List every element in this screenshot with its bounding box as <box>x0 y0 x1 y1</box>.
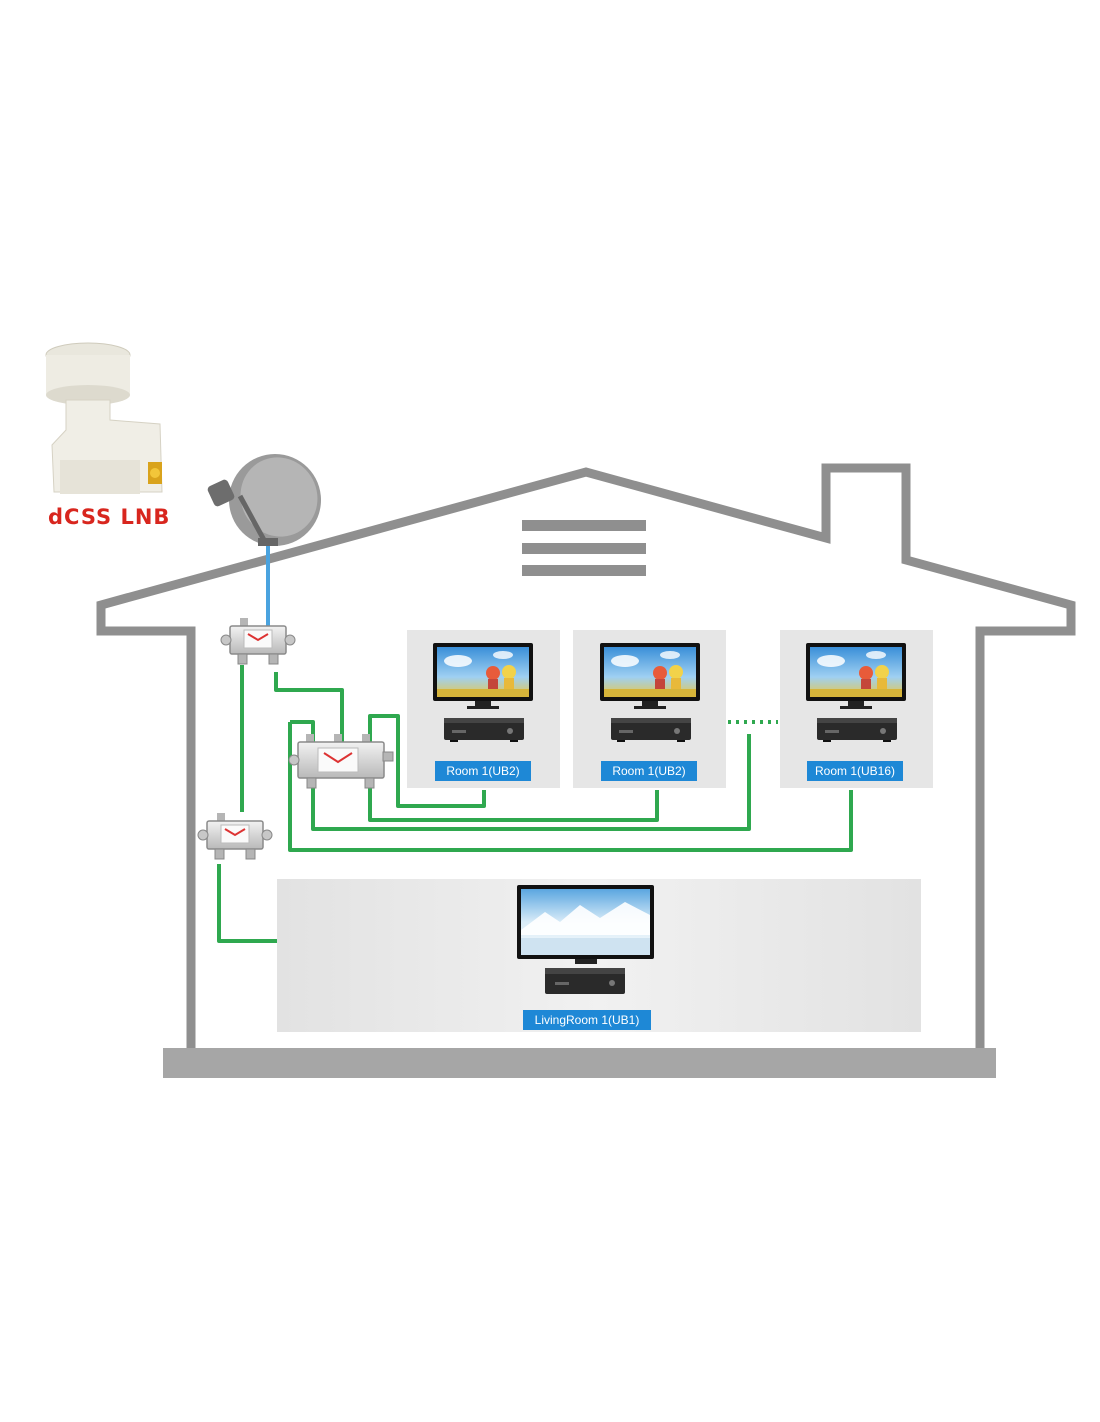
cable-splitter-to-extra-room <box>311 734 751 831</box>
cable-bottom-splitter-to-living-room <box>217 864 280 943</box>
tv-icon <box>517 885 654 964</box>
cable-splitter-top-to-four-way <box>274 672 344 742</box>
distribution-cables <box>217 665 853 943</box>
splitter-icon <box>220 617 296 665</box>
tv-icon <box>433 643 533 709</box>
room-label-3: Room 1(UB16) <box>807 761 903 781</box>
attic-vent <box>522 520 646 576</box>
lnb-label: dCSS LNB <box>48 505 171 529</box>
tv-icon <box>600 643 700 709</box>
lnb-icon <box>45 342 163 494</box>
house-floor <box>163 1048 996 1078</box>
room-label-2: Room 1(UB2) <box>601 761 697 781</box>
set-top-box-icon <box>444 718 524 742</box>
tv-icon <box>806 643 906 709</box>
living-room-label: LivingRoom 1(UB1) <box>523 1010 651 1030</box>
room-label-1: Room 1(UB2) <box>435 761 531 781</box>
cable-splitter-to-room3 <box>288 722 853 852</box>
cable-four-way-loop <box>368 714 400 752</box>
cable-splitter-to-room1 <box>396 752 486 808</box>
cable-splitter-to-room2 <box>368 784 659 822</box>
set-top-box-icon <box>611 718 691 742</box>
satellite-dish-icon <box>207 454 321 546</box>
set-top-box-icon <box>545 968 625 994</box>
splitter-icon <box>288 734 394 789</box>
house-outline <box>96 463 1076 1049</box>
set-top-box-icon <box>817 718 897 742</box>
splitter-icon <box>197 812 273 860</box>
